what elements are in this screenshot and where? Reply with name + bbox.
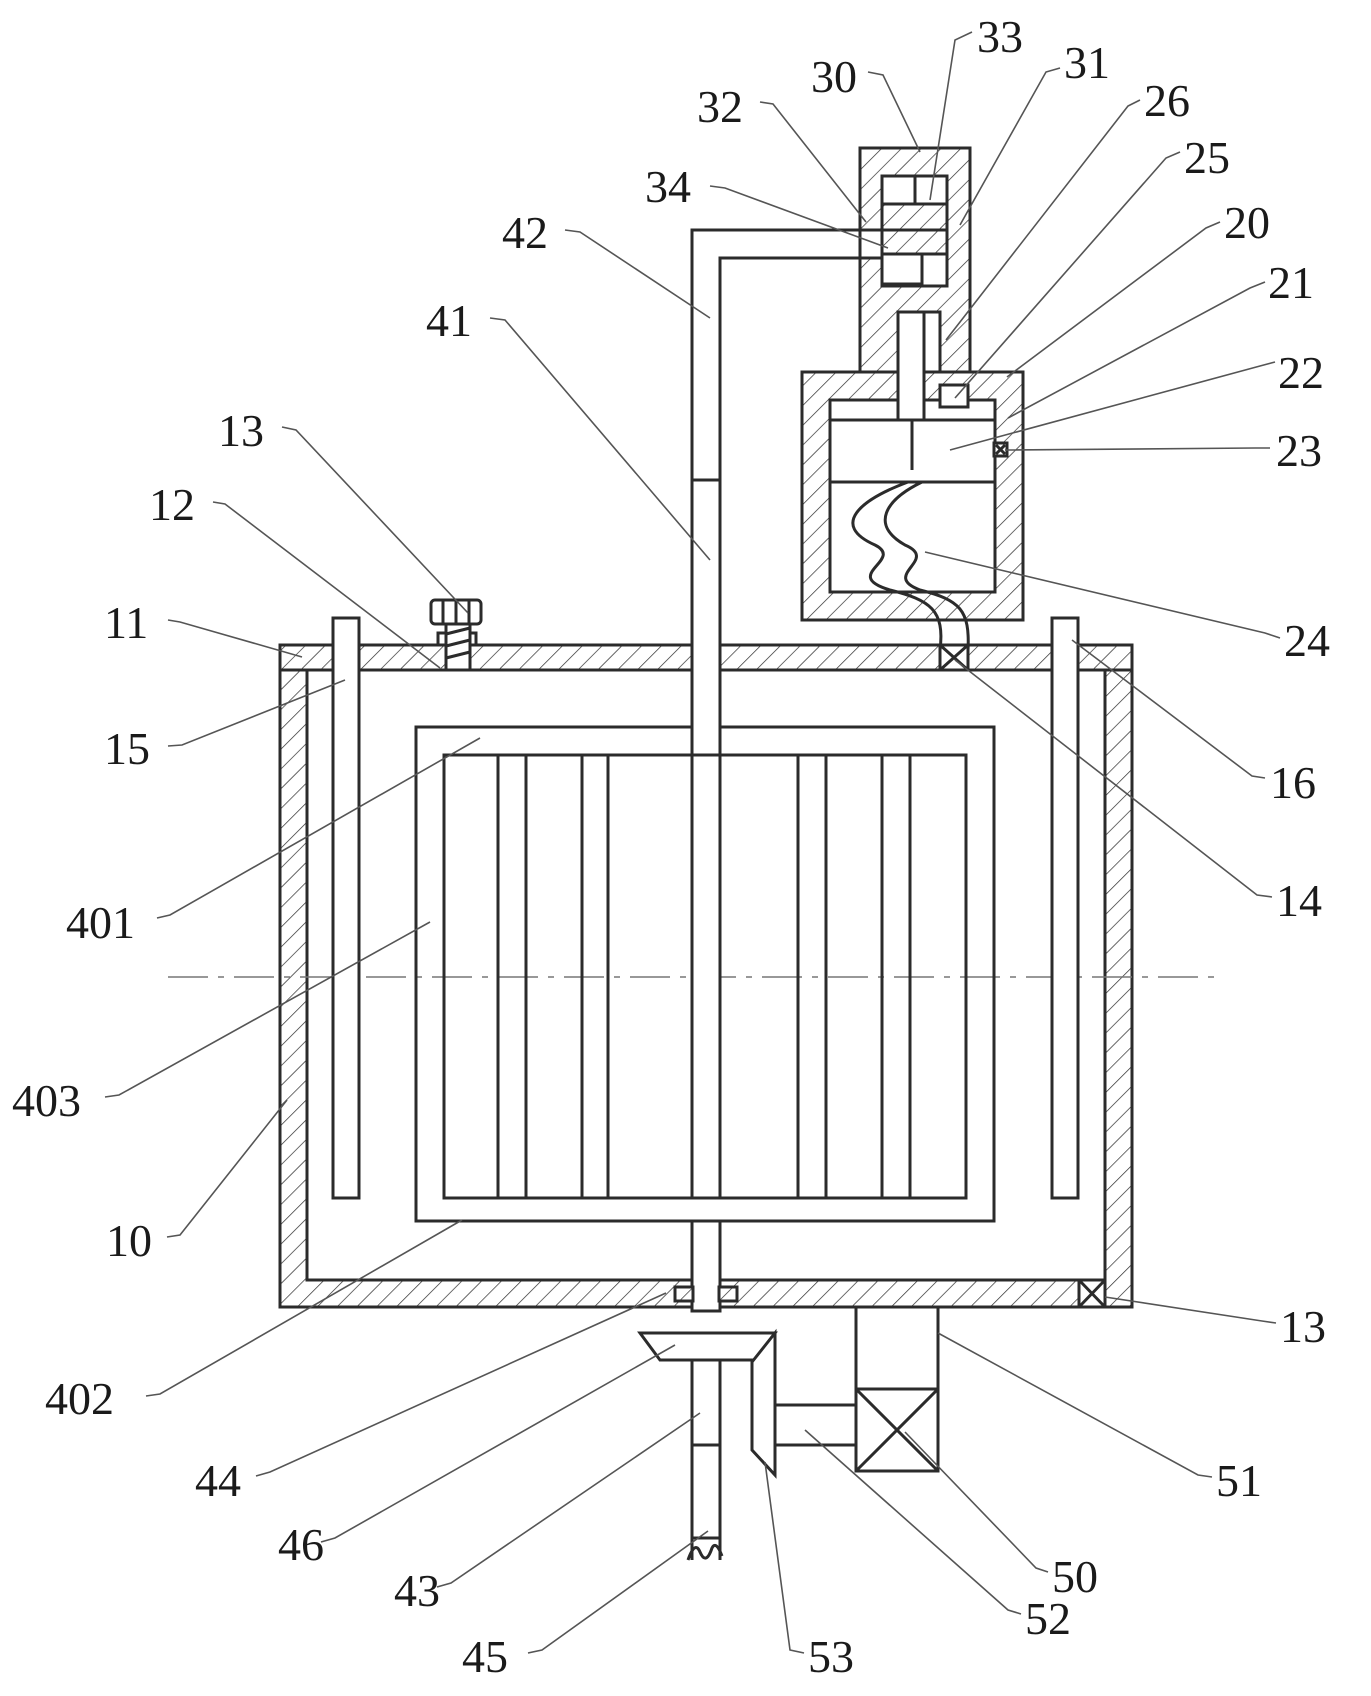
label-33: 33 bbox=[977, 11, 1023, 62]
label-51: 51 bbox=[1216, 1455, 1262, 1506]
leader-lines bbox=[104, 31, 1281, 1654]
label-401: 401 bbox=[66, 897, 135, 948]
label-14: 14 bbox=[1276, 875, 1322, 926]
label-11: 11 bbox=[104, 597, 148, 648]
label-31: 31 bbox=[1064, 37, 1110, 88]
electrode-right bbox=[1050, 616, 1080, 1200]
central-shaft bbox=[673, 478, 739, 1313]
label-50: 50 bbox=[1052, 1551, 1098, 1602]
label-402: 402 bbox=[45, 1373, 114, 1424]
label-53: 53 bbox=[808, 1631, 854, 1682]
label-13-top: 13 bbox=[218, 405, 264, 456]
label-34: 34 bbox=[645, 161, 691, 212]
label-32: 32 bbox=[697, 81, 743, 132]
label-24: 24 bbox=[1284, 615, 1330, 666]
label-43: 43 bbox=[394, 1565, 440, 1616]
piston-rod bbox=[896, 310, 926, 422]
label-15: 15 bbox=[104, 723, 150, 774]
label-52: 52 bbox=[1025, 1593, 1071, 1644]
label-20: 20 bbox=[1224, 197, 1270, 248]
reference-labels: 33 30 31 32 26 25 34 20 42 21 41 22 13 2… bbox=[12, 11, 1330, 1682]
label-13-bottom: 13 bbox=[1280, 1301, 1326, 1352]
bevel-gear-53 bbox=[750, 1328, 777, 1479]
valve-bottom bbox=[1077, 1278, 1107, 1309]
cylinder-assembly bbox=[800, 310, 1025, 651]
label-12: 12 bbox=[149, 479, 195, 530]
label-46: 46 bbox=[278, 1519, 324, 1570]
label-21: 21 bbox=[1268, 257, 1314, 308]
pipe-42 bbox=[690, 228, 860, 480]
label-45: 45 bbox=[462, 1631, 508, 1682]
label-41: 41 bbox=[426, 295, 472, 346]
electrode-left bbox=[331, 616, 361, 1200]
label-25: 25 bbox=[1184, 132, 1230, 183]
label-30: 30 bbox=[811, 51, 857, 102]
label-22: 22 bbox=[1278, 347, 1324, 398]
label-44: 44 bbox=[195, 1455, 241, 1506]
label-42: 42 bbox=[502, 207, 548, 258]
label-16: 16 bbox=[1270, 757, 1316, 808]
label-10: 10 bbox=[106, 1215, 152, 1266]
motor-unit bbox=[773, 1305, 940, 1473]
label-23: 23 bbox=[1276, 425, 1322, 476]
label-26: 26 bbox=[1144, 75, 1190, 126]
label-403: 403 bbox=[12, 1075, 81, 1126]
valve-head bbox=[858, 146, 972, 374]
